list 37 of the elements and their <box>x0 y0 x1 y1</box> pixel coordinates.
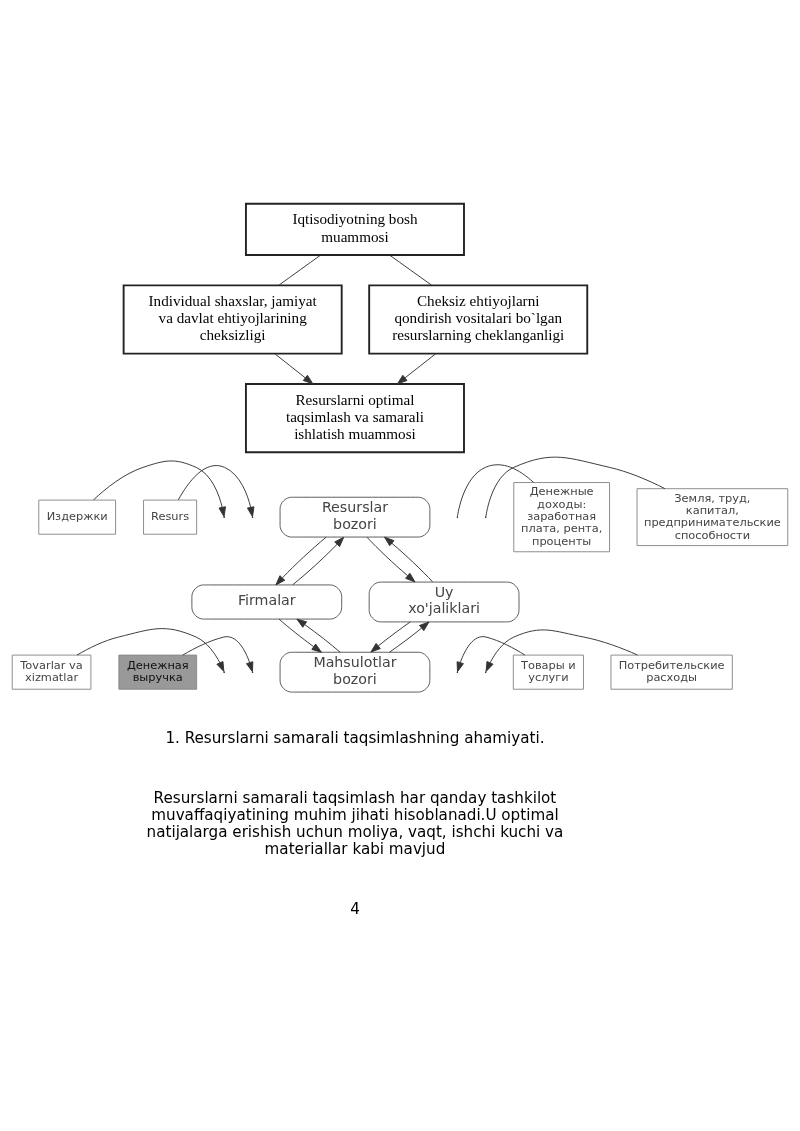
node-box: Земля, труд, капитал, предпринимательские способности <box>636 488 789 547</box>
node-box: Потребительские расходы <box>610 654 733 690</box>
connector <box>278 254 322 286</box>
connector <box>456 464 535 518</box>
arrow <box>93 460 226 518</box>
node-box: Денежные доходы: заработная плата, рента, проценты <box>513 482 610 553</box>
arrow <box>485 629 639 672</box>
arrow <box>278 618 322 653</box>
node-box: Mahsulotlar bozori <box>279 651 431 693</box>
node-box: Издержки <box>38 499 117 535</box>
arrow <box>274 353 314 385</box>
node-box: Firmalar <box>191 584 343 620</box>
label: Resurslarni samarali taqsimlash har qanday tashkilot muvaffaqiyatining muhim jihati hisoblanadi.U optimal natijalarga erishish uchun moliya, vaqt, ishchi kuchi va materiallar kabi mavjud <box>146 788 564 859</box>
label: 4 <box>350 899 360 918</box>
arrow <box>384 536 434 583</box>
connector <box>485 456 666 518</box>
node-box: Resurs <box>143 499 198 535</box>
node-box: Tovarlar va xizmatlar <box>11 654 92 690</box>
node-box: Individual shaxslar, jamiyat va davlat ehtiyojlarining cheksizligi <box>122 284 343 355</box>
node-box: Resurslarni optimal taqsimlash va samarali ishlatish muammosi <box>245 383 465 454</box>
arrow <box>292 536 345 586</box>
arrow <box>366 536 416 583</box>
arrow <box>389 621 430 653</box>
arrow <box>456 636 526 673</box>
node-box: Resurslar bozori <box>279 496 431 538</box>
arrow <box>296 618 341 653</box>
label: 1. Resurslarni samarali taqsimlashning ahamiyati. <box>165 729 545 748</box>
node-box: Товары и услуги <box>512 654 584 690</box>
arrow <box>275 536 327 586</box>
node-box: Uy xo'jaliklari <box>368 581 520 623</box>
arrow <box>76 628 225 672</box>
connector <box>389 254 432 286</box>
node-box: Денежная выручка <box>118 654 198 690</box>
node-box: Cheksiz ehtiyojlarni qondirish vositalari bo`lgan resurslarning cheklanganligi <box>368 284 589 355</box>
arrow <box>370 621 411 653</box>
arrow <box>397 353 437 385</box>
node-box: Iqtisodiyotning bosh muammosi <box>245 202 465 256</box>
